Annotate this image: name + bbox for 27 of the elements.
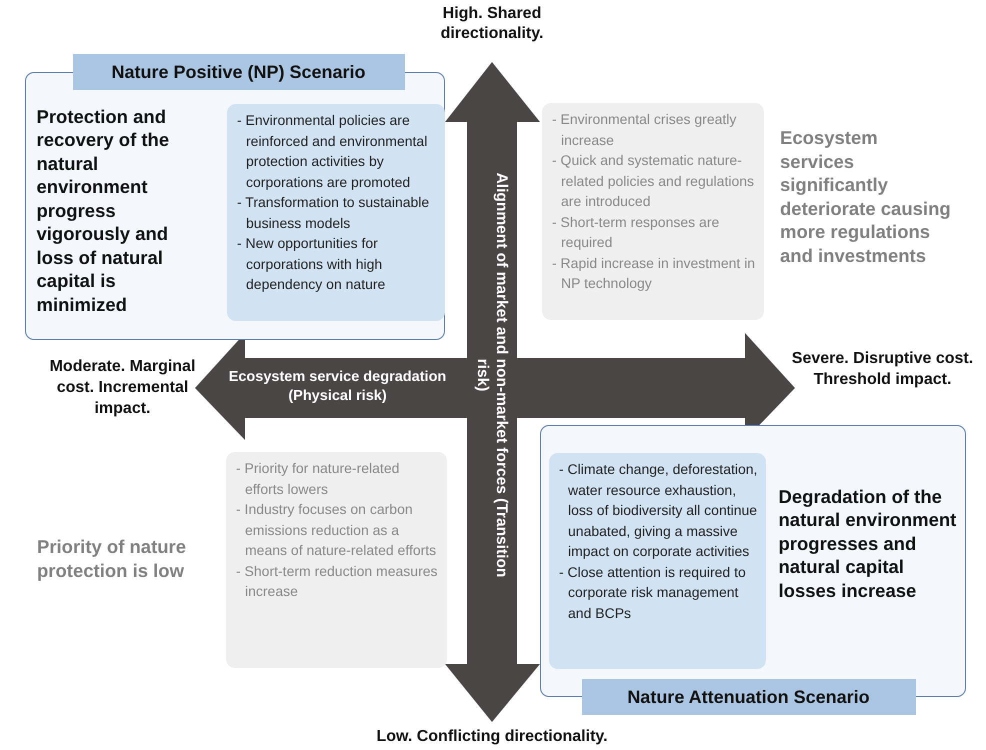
- bullet-list-box: [227, 104, 445, 321]
- bullet-text: - Quick and systematic nature-related policies and regulations are introduced: [552, 151, 756, 211]
- bullet-text: - Short-term reduction measures increase: [236, 562, 439, 601]
- bullet-text: - Transformation to sustainable business models: [237, 193, 430, 232]
- axis-end-label: High. Shared directionality.: [440, 4, 544, 44]
- quadrant-summary: Ecosystem services significantly deteriorate causing more regulations and investments: [780, 126, 952, 267]
- bullet-text: - Environmental policies are reinforced and environmental protection activities by corporations are promoted: [237, 111, 428, 192]
- bullet-text: - Climate change, deforestation, water resource exhaustion, loss of biodiversity all continue unabated, giving a massive impact on corporate activities: [559, 460, 758, 561]
- bullet-list-box: [226, 452, 447, 668]
- bullet-text: - New opportunities for corporations with high dependency on nature: [237, 234, 386, 294]
- axis-end-label: Severe. Disruptive cost. Threshold impact.: [790, 349, 974, 390]
- scenario-title: Nature Attenuation Scenario: [582, 678, 916, 714]
- scenario-summary: Protection and recovery of the natural environment progress vigorously and loss of natural capital is minimized: [36, 104, 170, 316]
- quadrant-summary: Priority of nature protection is low: [37, 535, 188, 582]
- axis-label: Alignment of market and non-market forces (Transition risk): [473, 172, 511, 580]
- scenario-summary: Degradation of the natural environment progresses and natural capital losses increase: [778, 484, 956, 602]
- bullet-text: - Rapid increase in investment in NP technology: [552, 254, 756, 293]
- bullet-text: - Priority for nature-related efforts lowers: [236, 459, 400, 498]
- axis-end-label: Low. Conflicting directionality.: [375, 727, 609, 747]
- scenario-title: Nature Positive (NP) Scenario: [72, 54, 404, 90]
- axis-label: Ecosystem service degradation (Physical risk): [228, 368, 448, 406]
- bullet-text: - Environmental crises greatly increase: [552, 110, 738, 150]
- bullet-text: - Short-term responses are required: [552, 212, 720, 252]
- bullet-text: - Industry focuses on carbon emissions reduction as a means of nature-related efforts: [236, 500, 438, 560]
- bullet-text: - Close attention is required to corporate risk management and BCPs: [559, 562, 747, 622]
- bullet-list-box: [549, 453, 766, 669]
- axis-end-label: Moderate. Marginal cost. Incremental impact.: [48, 357, 196, 419]
